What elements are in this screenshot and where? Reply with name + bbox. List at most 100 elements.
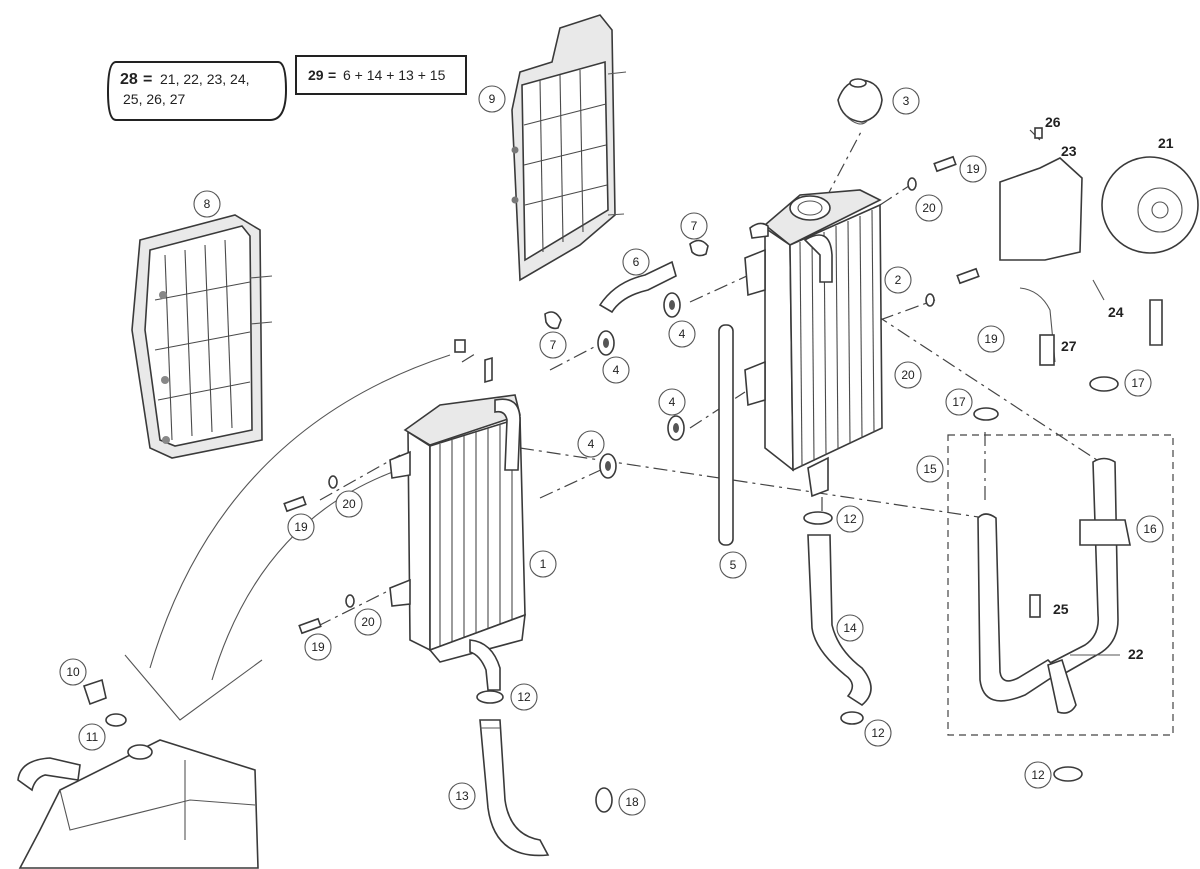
svg-text:15: 15 [923,462,937,476]
callout-4d: 4 [577,430,605,458]
svg-text:5: 5 [730,558,737,572]
hose-6 [598,260,677,314]
svg-text:3: 3 [903,94,910,108]
svg-text:10: 10 [66,665,80,679]
callout-7a: 7 [680,212,708,240]
callout-3: 3 [892,87,920,115]
svg-text:19: 19 [311,640,325,654]
label-23: 23 [1061,143,1077,159]
svg-text:9: 9 [489,92,496,106]
engine-section [17,678,259,869]
svg-text:1: 1 [540,557,547,571]
svg-text:11: 11 [86,730,99,744]
callout-18: 18 [618,788,646,816]
svg-text:20: 20 [901,368,915,382]
svg-text:4: 4 [613,363,620,377]
legend-29-equals: = [328,67,336,83]
legend-28-line1: 21, 22, 23, 24, [160,71,250,87]
bold-labels: 21 22 23 24 25 26 27 [1045,114,1174,662]
breather-tube [718,324,734,546]
radiator-cap [837,78,883,125]
legend-28-equals: = [143,71,152,88]
bolts-19 [283,155,980,635]
hose-kit-15-box [947,434,1174,736]
legend-28-line2: 25, 26, 27 [123,91,185,107]
assembly-lines [124,129,1105,745]
svg-text:20: 20 [342,497,356,511]
svg-text:17: 17 [952,395,966,409]
legend-29-number: 29 [308,67,324,83]
callout-17b: 17 [1124,369,1152,397]
svg-text:16: 16 [1143,522,1157,536]
svg-text:20: 20 [922,201,936,215]
callout-12d: 12 [1024,761,1052,789]
svg-text:17: 17 [1131,376,1145,390]
label-21: 21 [1158,135,1174,151]
callout-20a: 20 [915,194,943,222]
svg-text:4: 4 [588,437,595,451]
callout-20b: 20 [894,361,922,389]
legend-kit-29: 29 = 6 + 14 + 13 + 15 [295,55,467,95]
callout-20d: 20 [354,608,382,636]
label-22: 22 [1128,646,1144,662]
svg-text:6: 6 [633,255,640,269]
label-26: 26 [1045,114,1061,130]
callout-12a: 12 [510,683,538,711]
label-25: 25 [1053,601,1069,617]
callout-2: 2 [884,266,912,294]
callout-12b: 12 [836,505,864,533]
svg-text:19: 19 [966,162,980,176]
hose-left-outlet [469,639,501,691]
callout-7b: 7 [539,331,567,359]
callout-14: 14 [836,614,864,642]
callout-10: 10 [59,658,87,686]
svg-text:4: 4 [669,395,676,409]
radiator-guard-right [511,14,627,282]
svg-text:4: 4 [679,327,686,341]
legend-29-formula: 6 + 14 + 13 + 15 [343,67,446,83]
svg-text:12: 12 [843,512,857,526]
callout-11: 11 [78,723,106,751]
callout-19b: 19 [977,325,1005,353]
label-27: 27 [1061,338,1077,354]
label-24: 24 [1108,304,1124,320]
callout-9: 9 [478,85,506,113]
svg-text:8: 8 [204,197,211,211]
callout-4c: 4 [658,388,686,416]
radiator-right [744,189,883,498]
svg-text:19: 19 [984,332,998,346]
svg-text:7: 7 [691,219,698,233]
seals [597,292,685,479]
hose-14 [807,534,872,706]
svg-text:12: 12 [871,726,885,740]
callout-19d: 19 [304,633,332,661]
callout-8: 8 [193,190,221,218]
svg-text:20: 20 [361,615,375,629]
svg-text:12: 12 [1031,768,1045,782]
hose-13 [479,719,550,857]
callout-20c: 20 [335,490,363,518]
callout-19a: 19 [959,155,987,183]
callout-4b: 4 [602,356,630,384]
legend-kit-28: 28 = 21, 22, 23, 24, 25, 26, 27 [106,61,288,121]
radiator-left [389,356,526,663]
washers-20 [328,177,935,608]
callout-6: 6 [622,248,650,276]
svg-text:18: 18 [625,795,639,809]
fan-assembly [999,127,1199,366]
svg-text:7: 7 [550,338,557,352]
radiator-guard-left [131,214,273,459]
callout-13: 13 [448,782,476,810]
svg-text:19: 19 [294,520,308,534]
clamps-7 [544,239,709,330]
legend-28-number: 28 [120,71,138,88]
callout-17a: 17 [945,388,973,416]
callout-15: 15 [916,455,944,483]
hose-kit-15 [977,457,1131,714]
callout-5: 5 [719,551,747,579]
callouts: 1 2 3 4 4 4 4 5 6 7 7 8 9 10 11 12 12 12… [59,85,1164,816]
callout-4a: 4 [668,320,696,348]
svg-text:13: 13 [455,789,469,803]
callout-1: 1 [529,550,557,578]
